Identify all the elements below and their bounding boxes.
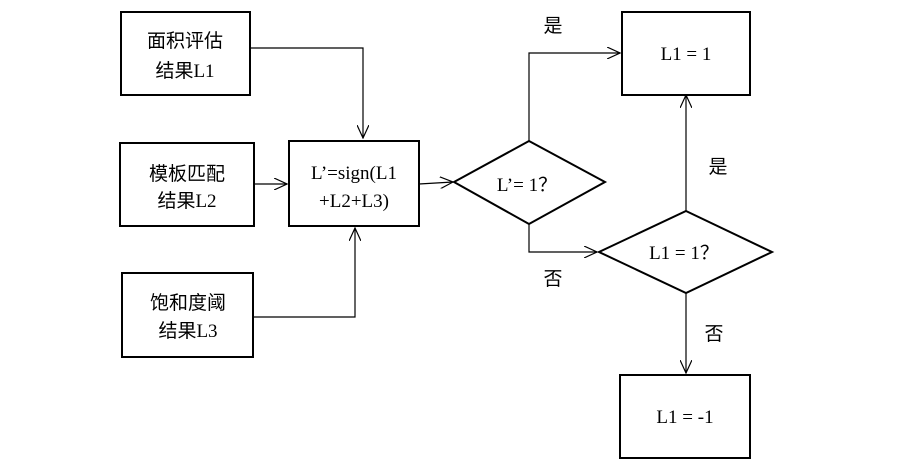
edge-sign-to-decision bbox=[418, 182, 453, 184]
label-lprime-no: 否 bbox=[543, 269, 562, 290]
label-l1-yes: 是 bbox=[708, 157, 727, 178]
saturation-result-line2: 结果L3 bbox=[158, 320, 217, 342]
decision-l1-node: L1 = 1？ bbox=[596, 209, 775, 295]
sign-combine-line1: L’=sign(L1 bbox=[311, 163, 397, 184]
template-result-line1: 模板匹配 bbox=[149, 163, 225, 185]
edge-decision-no bbox=[528, 224, 597, 252]
output-negative-text: L1 = -1 bbox=[656, 407, 713, 428]
edge-saturation-to-sign bbox=[253, 228, 355, 318]
template-result-node: 模板匹配 结果L2 bbox=[119, 142, 255, 227]
edge-decision-yes bbox=[528, 53, 620, 141]
output-negative-node: L1 = -1 bbox=[619, 374, 751, 459]
sign-combine-line2: +L2+L3) bbox=[319, 191, 389, 212]
area-result-line2: 结果L1 bbox=[155, 60, 214, 82]
decision-lprime-node: L’= 1？ bbox=[451, 139, 608, 226]
output-positive-text: L1 = 1 bbox=[661, 44, 712, 65]
saturation-result-line1: 饱和度阈 bbox=[150, 292, 226, 314]
label-l1-no: 否 bbox=[704, 324, 723, 345]
decision-l1-text: L1 = 1？ bbox=[649, 243, 719, 264]
label-lprime-yes: 是 bbox=[543, 16, 562, 37]
connectors bbox=[250, 48, 686, 373]
template-result-line2: 结果L2 bbox=[157, 190, 216, 212]
sign-combine-node: L’=sign(L1 +L2+L3) bbox=[288, 140, 420, 227]
area-result-line1: 面积评估 bbox=[147, 30, 223, 52]
decision-lprime-text: L’= 1？ bbox=[497, 175, 557, 196]
output-positive-node: L1 = 1 bbox=[621, 11, 751, 96]
edge-area-to-sign bbox=[250, 47, 363, 138]
area-result-node: 面积评估 结果L1 bbox=[120, 11, 251, 96]
saturation-result-node: 饱和度阈 结果L3 bbox=[121, 272, 254, 358]
